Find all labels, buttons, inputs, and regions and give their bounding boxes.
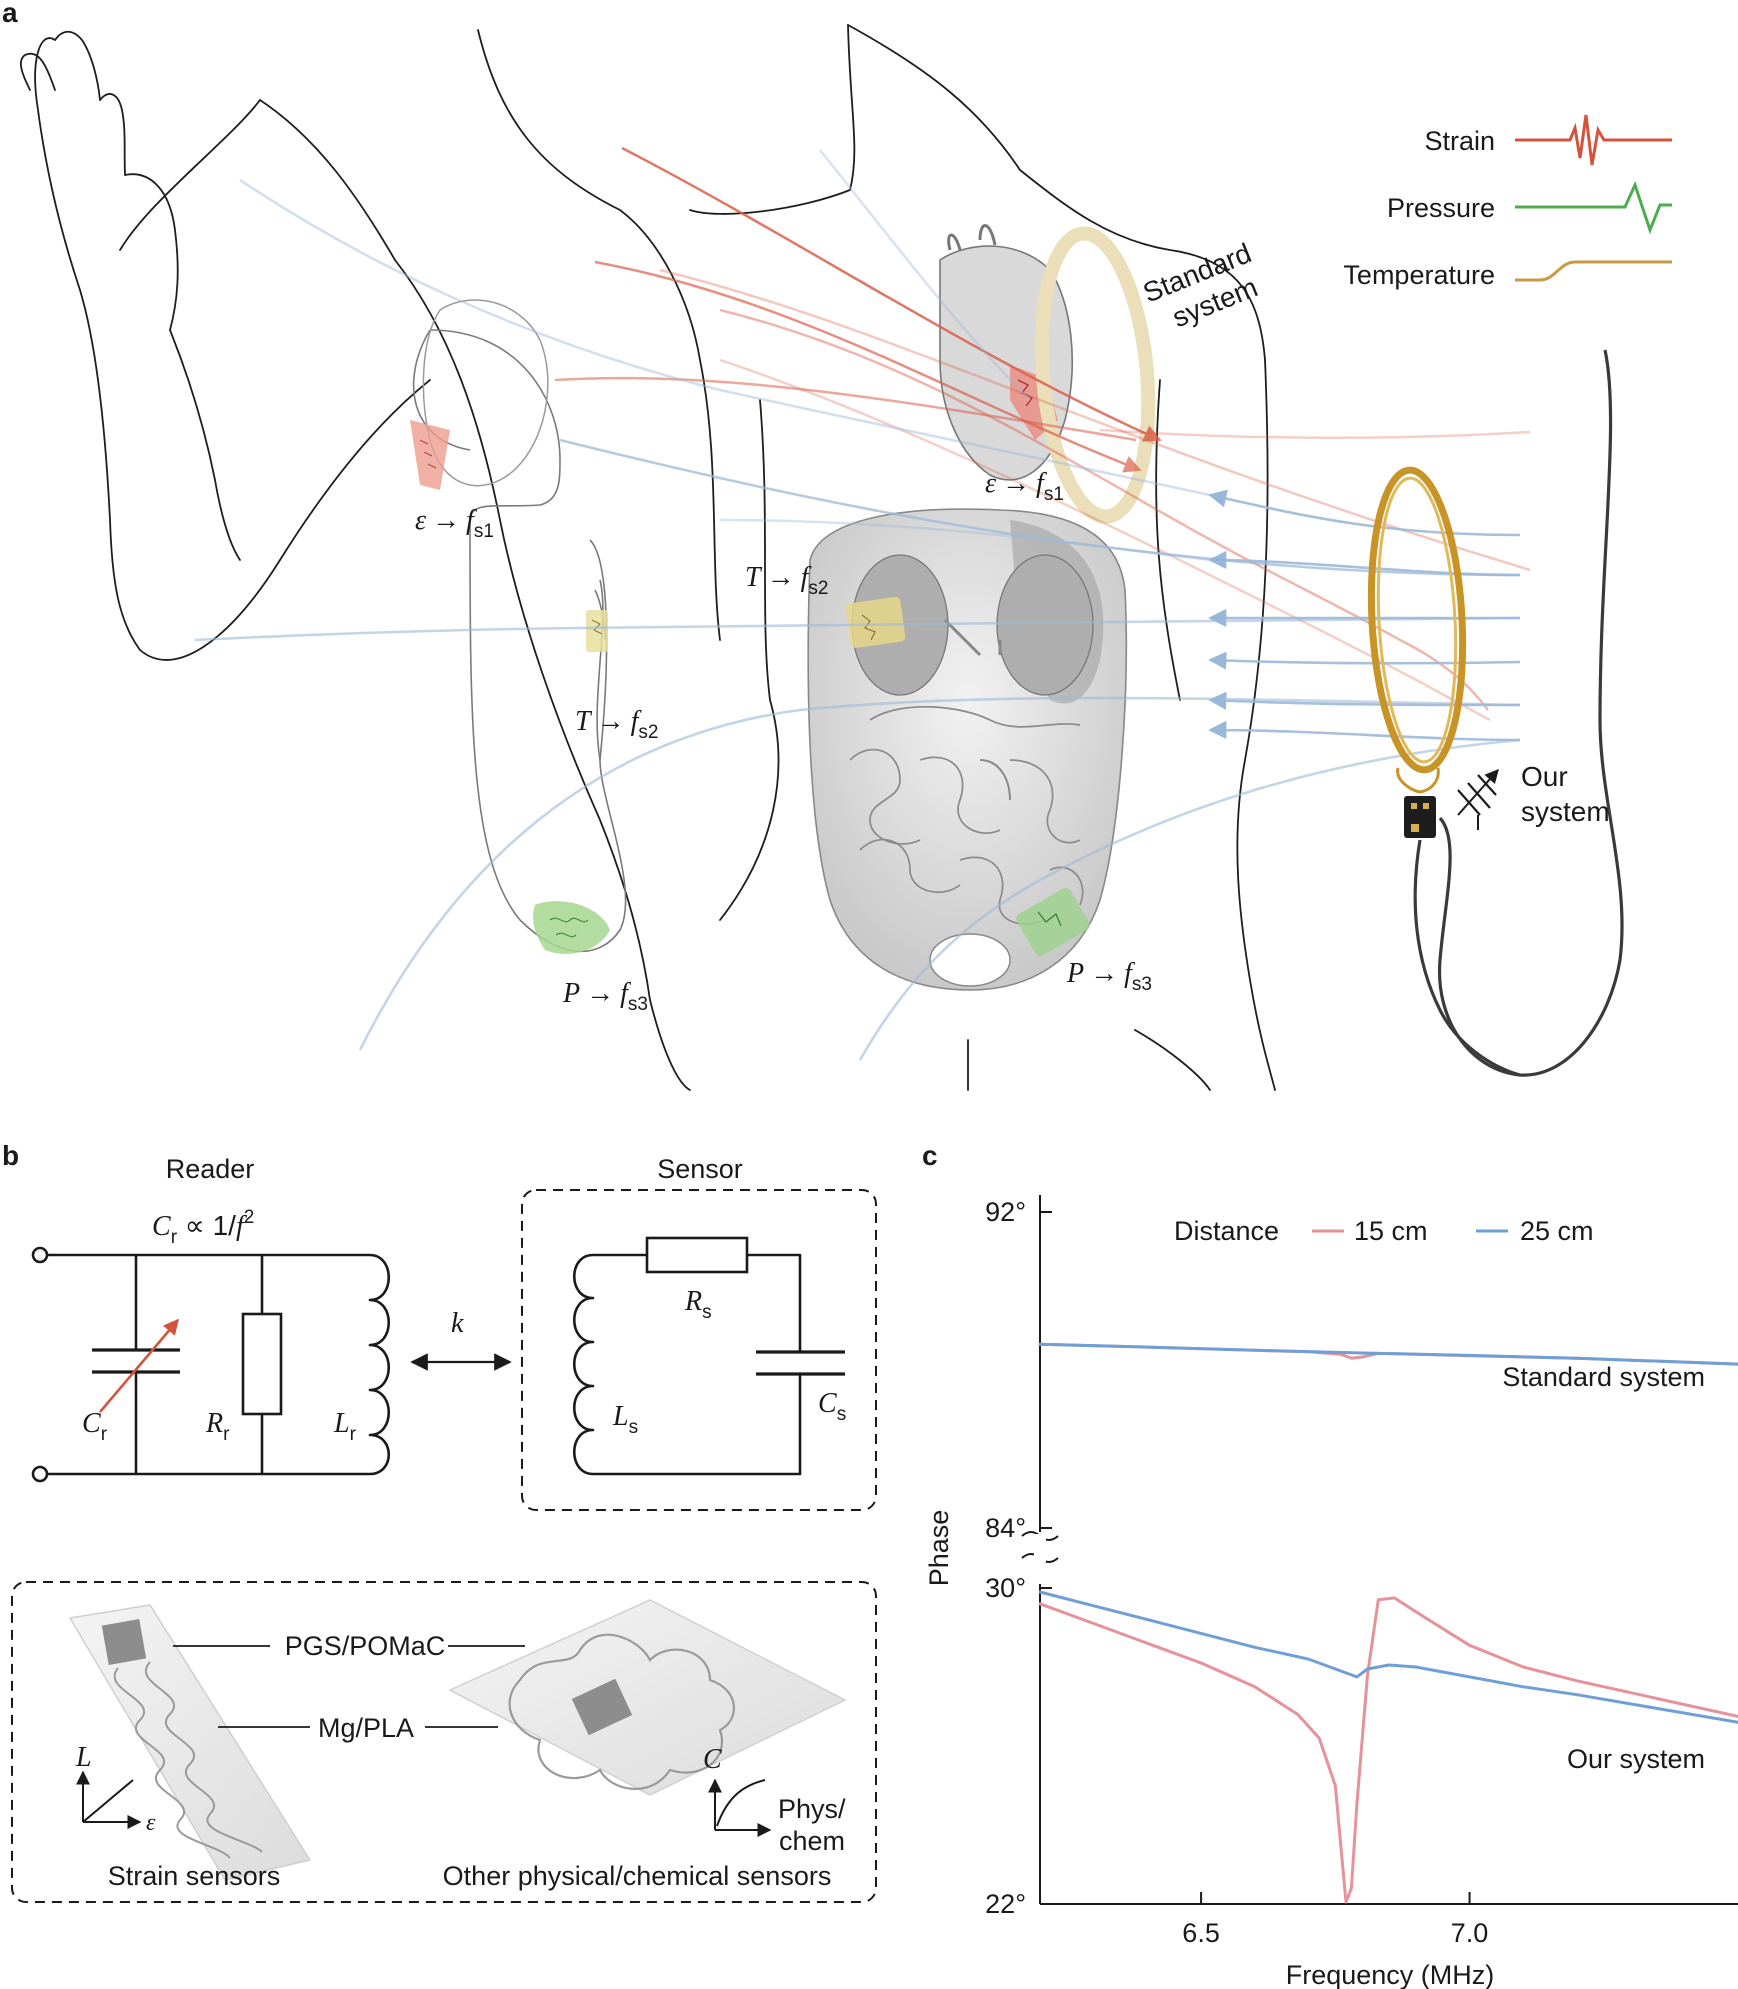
svg-text:T→fs2: T→fs2 [575,705,658,743]
strain-sensor-photo [68,1604,312,1881]
lower-series-15cm-line [1038,1596,1738,1904]
label-cs: Cs [818,1388,846,1425]
sensor-box [521,1189,877,1511]
reader-title: Reader [166,1154,255,1184]
svg-text:C: C [703,1744,722,1775]
label-rs: Rs [684,1286,712,1323]
patch-pressure-abdomen [1016,887,1090,957]
sensor-label-strain-ghost: ε→fs1 [415,504,494,542]
svg-text:ε→fs1: ε→fs1 [415,504,494,542]
svg-text:Phys/: Phys/ [778,1794,846,1824]
y-tick-label: 22° [985,1889,1026,1919]
y-axis-label: Phase [924,1510,954,1587]
standard-system-coil [1034,226,1156,524]
other-sensors-caption: Other physical/chemical sensors [443,1861,832,1891]
axis-break-gap [1034,1534,1046,1562]
our-system-coil-inner [1376,476,1458,764]
legend-strain-label: Strain [1424,126,1495,156]
lower-series-25cm-line [1038,1590,1738,1724]
our-system-coil [1367,466,1467,774]
svg-text:P→fs3: P→fs3 [1066,957,1152,995]
tunable-capacitor-symbol [1457,768,1499,830]
legend-temperature-label: Temperature [1343,260,1495,290]
y-tick-label: 30° [985,1573,1026,1603]
svg-text:ε→fs1: ε→fs1 [985,467,1064,505]
standard-system-label: Standardsystem [1139,237,1269,340]
panel-b-label: b [2,1140,19,1171]
our-system-field-lines [194,149,1521,1061]
sensor-circuit [572,1236,845,1476]
patch-temperature-abdomen [845,596,906,648]
legend-temperature-trace [1515,260,1672,282]
standard-system-annotation: Standard system [1502,1362,1705,1392]
pgs-pomac-label: PGS/POMaC [285,1631,446,1661]
patch-temperature-ghost [586,610,608,652]
label-cr: Cr [82,1408,108,1445]
legend-label-25cm: 25 cm [1520,1216,1594,1246]
label-rr: Rr [205,1408,230,1445]
panel-a-illustration: a [2,0,1672,1091]
svg-text:chem: chem [779,1826,845,1856]
sensor-label-pressure-abdomen: P→fs3 [1066,957,1152,995]
x-tick-label: 7.0 [1451,1918,1489,1948]
capacitance-formula: Cr ∝ 1/f2 [152,1207,254,1248]
svg-text:P→fs3: P→fs3 [562,977,648,1015]
strain-sensors-caption: Strain sensors [108,1861,281,1891]
x-axis-label: Frequency (MHz) [1286,1960,1495,1989]
upper-series-25cm-line [1038,1342,1738,1366]
sensor-photo-box [11,1581,877,1903]
reader-cable [1437,349,1624,1077]
our-system-annotation: Our system [1567,1744,1705,1774]
other-sensor-photo [448,1599,847,1796]
legend-label-15cm: 15 cm [1354,1216,1428,1246]
panel-b-circuit: b Reader Sensor Cr ∝ 1/f2 Cr Rr Lr k [2,1140,877,1903]
strain-axes-inset: L ε [75,1742,156,1836]
x-tick-label: 6.5 [1182,1918,1220,1948]
reader-board [1404,796,1436,838]
sensor-title: Sensor [657,1154,743,1184]
svg-text:ε: ε [146,1810,156,1836]
label-lr: Lr [333,1408,357,1445]
y-tick-label: 92° [985,1197,1026,1227]
svg-text:T→fs2: T→fs2 [745,561,828,599]
other-axes-inset: C Phys/ chem [703,1744,846,1856]
panel-a-label: a [2,0,18,28]
legend-pressure-label: Pressure [1387,193,1495,223]
svg-text:L: L [75,1742,92,1773]
label-ls: Ls [612,1401,638,1438]
y-tick-label: 84° [985,1513,1026,1543]
sensor-label-pressure-ghost: P→fs3 [562,977,648,1015]
legend-strain-trace [1515,114,1672,166]
patch-pressure-ghost [533,901,610,954]
sensor-label-temperature-ghost: T→fs2 [575,705,658,743]
body-outline [19,24,1276,1091]
legend-pressure-trace [1515,180,1672,235]
panel-c-label: c [922,1140,938,1171]
coupling-k: k [451,1308,464,1339]
signal-legend: Strain Pressure Temperature [1343,114,1672,290]
ghost-heart-illustration [410,299,549,490]
sensor-label-strain-chest: ε→fs1 [985,467,1064,505]
standard-field-lines [554,146,1531,722]
mg-pla-label: Mg/PLA [318,1713,414,1743]
reader-circuit [31,1246,391,1483]
legend-title: Distance [1174,1216,1279,1246]
sensor-label-temperature-abdomen: T→fs2 [745,561,828,599]
